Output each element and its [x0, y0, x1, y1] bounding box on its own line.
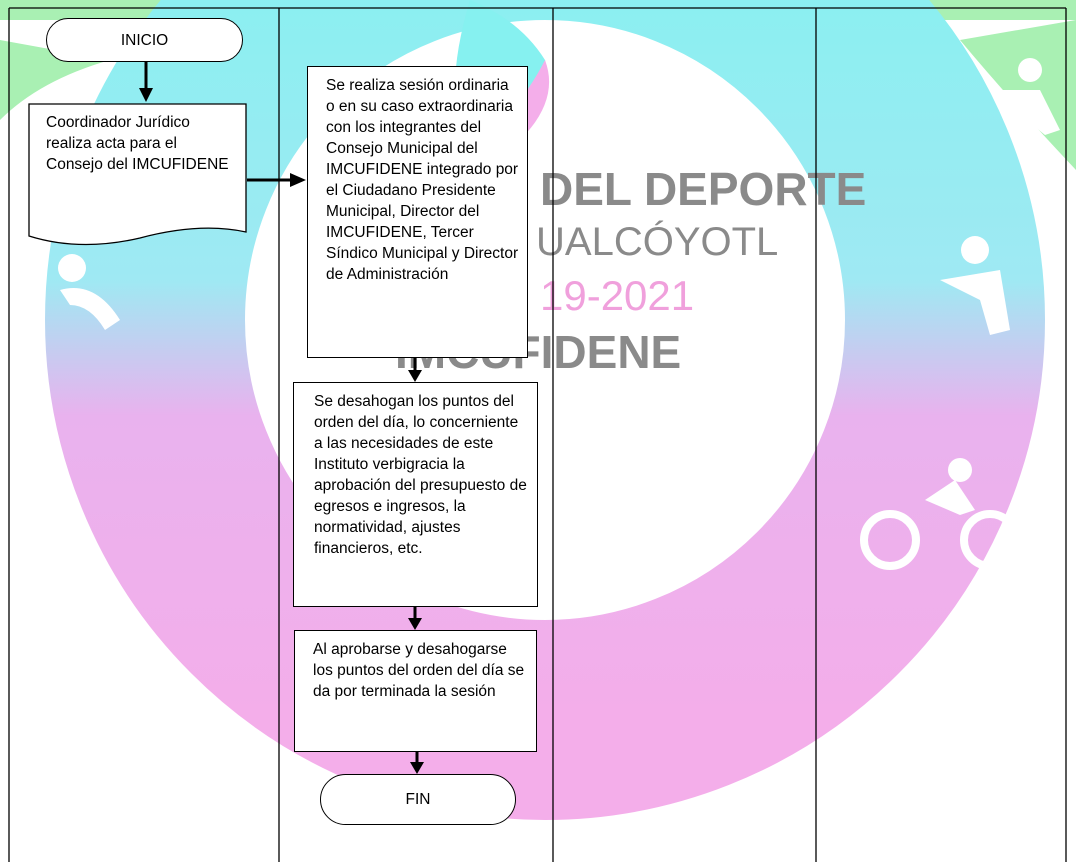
end-terminator: FIN — [320, 774, 516, 825]
step1-document-shape — [28, 103, 247, 246]
start-label: INICIO — [120, 31, 169, 49]
step2-text: Se realiza sesión ordinaria o en su caso… — [326, 77, 519, 283]
step3-text: Se desahogan los puntos del orden del dí… — [314, 393, 527, 557]
watermark-line1: DEL DEPORTE — [540, 163, 866, 215]
step1-text: Coordinador Jurídico realiza acta para e… — [46, 114, 229, 173]
step4-text: Al aprobarse y desahogarse los puntos de… — [313, 641, 525, 700]
start-terminator: INICIO — [46, 18, 243, 62]
sport-icons — [58, 58, 1060, 570]
step4-process-box: Al aprobarse y desahogarse los puntos de… — [294, 630, 537, 752]
watermark-line3: 19-2021 — [540, 272, 694, 319]
watermark-line2: UALCÓYOTL — [536, 219, 778, 264]
step3-process-box: Se desahogan los puntos del orden del dí… — [293, 382, 538, 607]
step2-process-box: Se realiza sesión ordinaria o en su caso… — [307, 66, 528, 358]
end-label: FIN — [405, 791, 431, 808]
